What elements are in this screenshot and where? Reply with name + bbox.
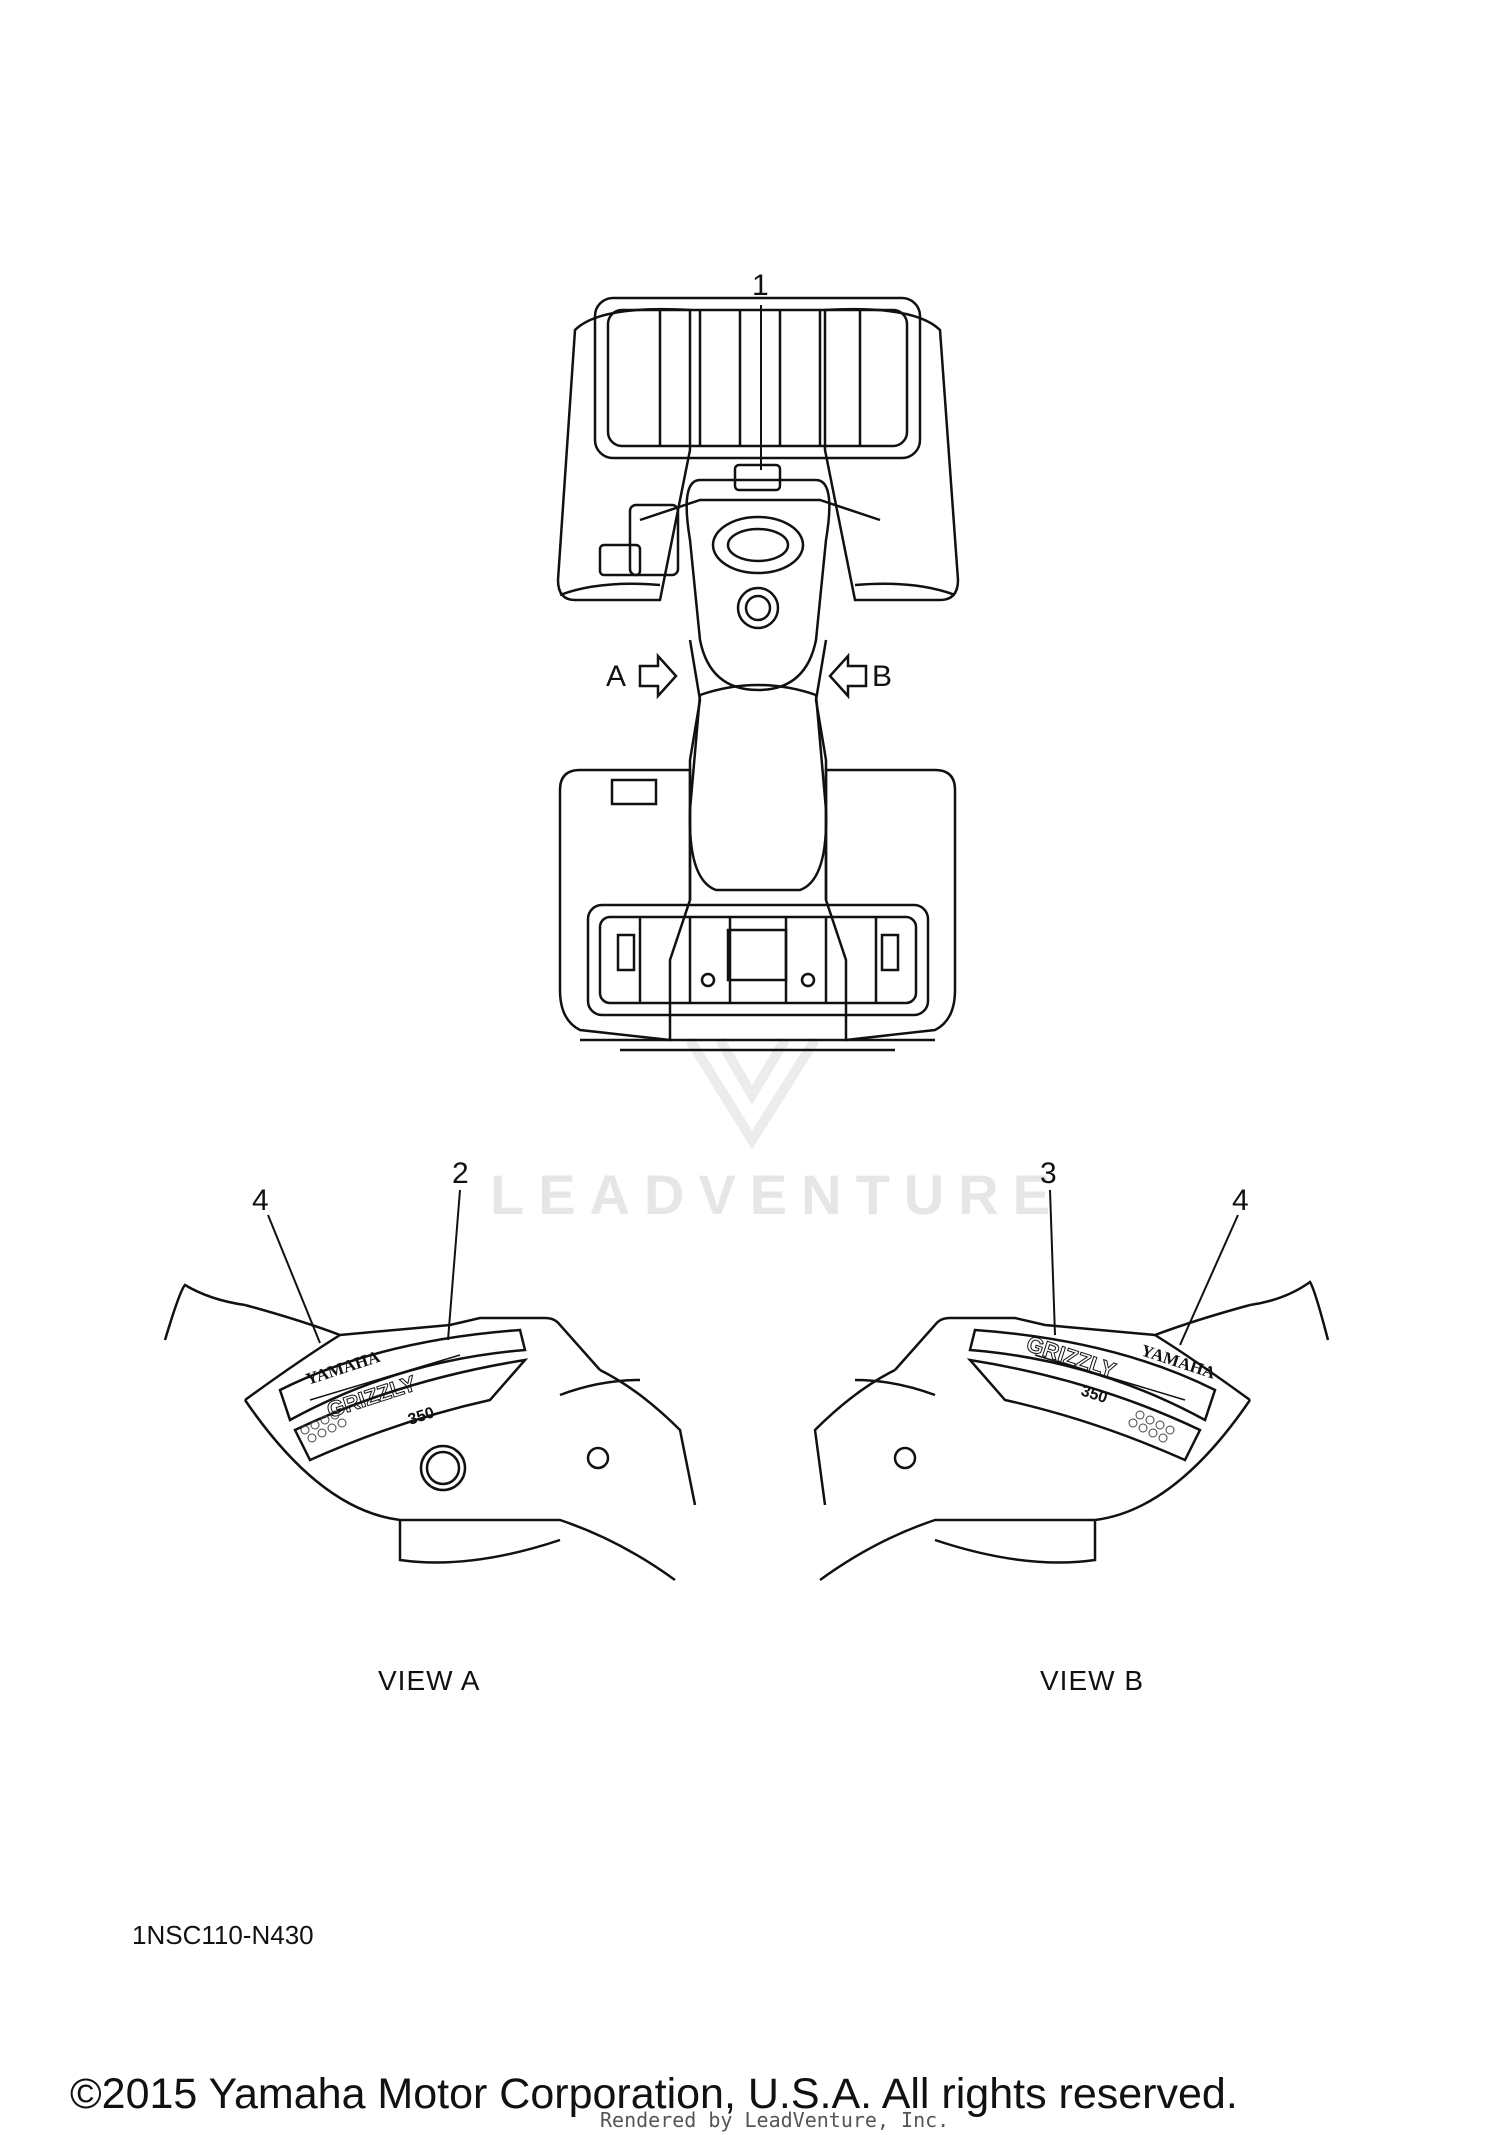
callout-2: 2: [452, 1157, 469, 1190]
callout-3: 3: [1040, 1157, 1057, 1190]
emblem-brand-b: YAMAHA: [1139, 1341, 1219, 1383]
emblem-size-b: 350: [1079, 1383, 1110, 1407]
copyright-text: ©2015 Yamaha Motor Corporation, U.S.A. A…: [70, 2070, 1238, 2118]
arrow-b-icon: [828, 652, 868, 700]
emblem-size-a: 350: [406, 1404, 437, 1428]
rendered-by-text: Rendered by LeadVenture, Inc.: [600, 2108, 950, 2132]
callout-1: 1: [752, 269, 769, 302]
arrow-a-icon: [638, 652, 678, 700]
watermark-text: LEADVENTURE: [490, 1163, 1065, 1226]
honeycomb-pattern-a: [300, 1410, 347, 1443]
view-a-label: VIEW A: [378, 1665, 481, 1696]
arrow-b-label: B: [872, 660, 892, 693]
callout-4-view-b: 4: [1232, 1184, 1249, 1217]
callout-4-view-a: 4: [252, 1184, 269, 1217]
view-b-panel: [813, 1280, 1330, 1582]
atv-top-view: [556, 296, 960, 1052]
view-b-label: VIEW B: [1040, 1665, 1145, 1696]
watermark-logo: [685, 1037, 820, 1150]
view-a-panel: [163, 1283, 697, 1582]
emblem-model-b: GRIZZLY: [1023, 1331, 1119, 1383]
arrow-a-label: A: [606, 660, 626, 693]
honeycomb-pattern-b: [1128, 1410, 1175, 1443]
part-code: 1NSC110-N430: [132, 1920, 314, 1950]
view-arrows: [638, 652, 868, 700]
